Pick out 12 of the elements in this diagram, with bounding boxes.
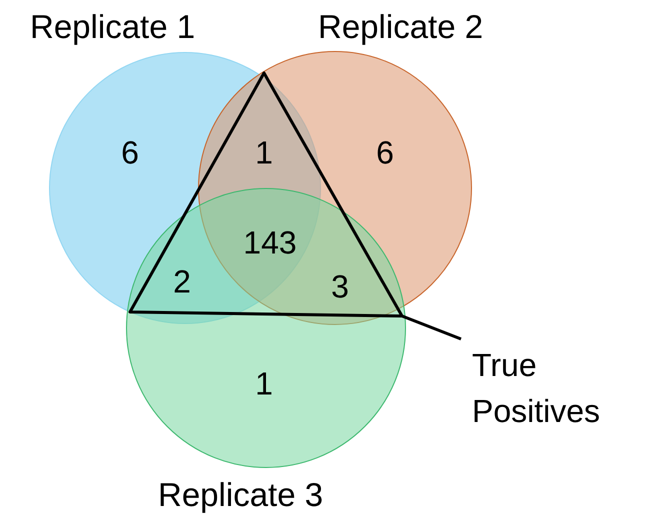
leader-line — [401, 314, 462, 340]
region-count: 6 — [121, 134, 139, 172]
region-count: 1 — [255, 366, 273, 402]
region-count: 1 — [255, 134, 273, 172]
region-count: 3 — [331, 268, 349, 306]
callout-text: True Positives — [460, 338, 650, 435]
region-count: 6 — [376, 134, 394, 172]
region-count: 2 — [173, 264, 191, 300]
circle-title: Replicate 3 — [158, 476, 324, 514]
circle-title: Replicate 2 — [318, 8, 484, 46]
region-count: 143 — [243, 224, 297, 262]
circle-title: Replicate 1 — [30, 8, 196, 46]
